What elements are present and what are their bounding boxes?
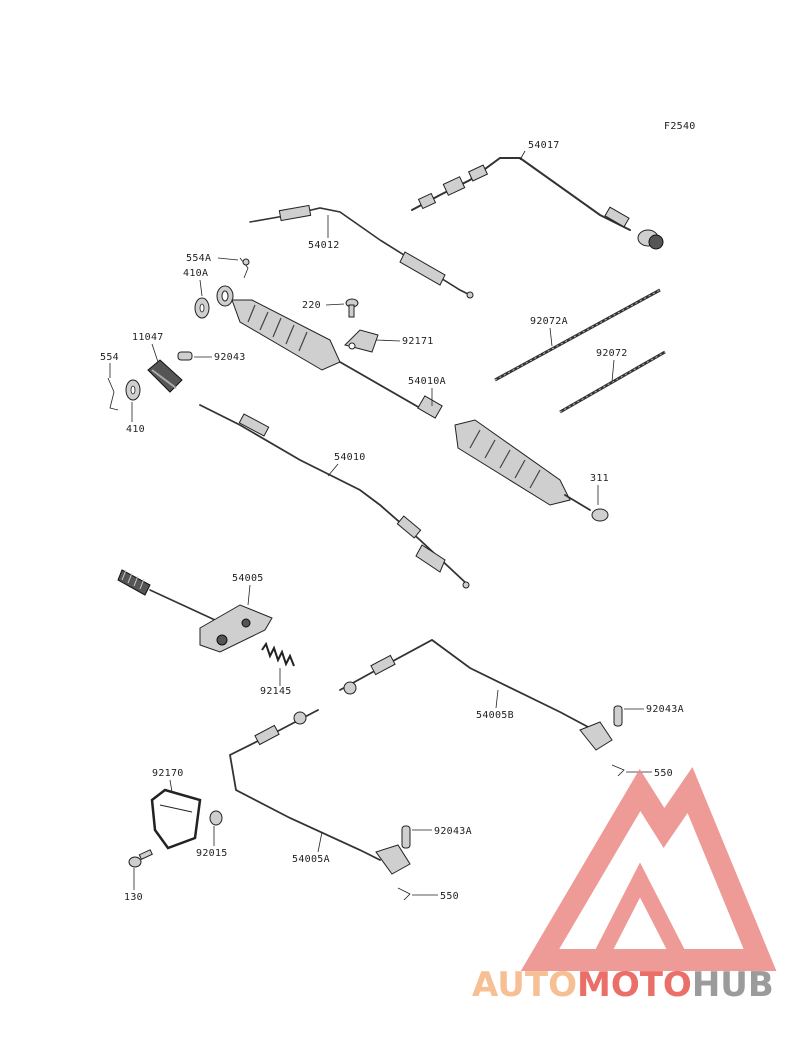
figure-code: F2540	[664, 121, 696, 132]
part-92043A-top-pin[interactable]	[613, 705, 623, 727]
cable-54005A[interactable]	[229, 709, 411, 875]
part-92072A-rod[interactable]	[494, 288, 661, 382]
cable-54012[interactable]	[249, 204, 474, 299]
label-92072: 92072	[596, 348, 628, 359]
label-54005: 54005	[232, 573, 264, 584]
label-92170: 92170	[152, 768, 184, 779]
label-554: 554	[100, 352, 119, 363]
part-410A[interactable]	[194, 297, 210, 319]
part-220-bolt[interactable]	[345, 298, 359, 318]
label-550-bottom: 550	[440, 891, 459, 902]
label-220: 220	[302, 300, 321, 311]
part-550-bottom-clip[interactable]	[397, 887, 411, 901]
watermark-hub: HUB	[692, 965, 774, 1005]
label-410A: 410A	[183, 268, 208, 279]
label-92043A-bottom: 92043A	[434, 826, 472, 837]
cable-54005B[interactable]	[339, 638, 613, 751]
label-554A: 554A	[186, 253, 211, 264]
part-92015-nut[interactable]	[209, 810, 223, 826]
label-311: 311	[590, 473, 609, 484]
part-11047-bracket[interactable]	[147, 359, 183, 393]
label-54005B: 54005B	[476, 710, 514, 721]
svg-text:AUTOMOTOHUB: AUTOMOTOHUB	[472, 965, 774, 1005]
part-92171-clamp[interactable]	[344, 329, 379, 353]
part-410-washer[interactable]	[125, 379, 141, 401]
watermark-auto: AUTO	[472, 965, 577, 1005]
watermark-logo: AUTOMOTOHUB	[472, 766, 777, 1005]
label-92043: 92043	[214, 352, 246, 363]
part-554A[interactable]	[239, 257, 250, 279]
label-130: 130	[124, 892, 143, 903]
part-92043A-bottom-pin[interactable]	[401, 825, 411, 849]
label-410: 410	[126, 424, 145, 435]
label-54010: 54010	[334, 452, 366, 463]
label-54010A: 54010A	[408, 376, 446, 387]
cable-54010A[interactable]	[216, 285, 609, 522]
label-92171: 92171	[402, 336, 434, 347]
label-92145: 92145	[260, 686, 292, 697]
cable-54017[interactable]	[411, 150, 664, 250]
label-54017: 54017	[528, 140, 560, 151]
logo-triangle-icon	[520, 766, 777, 971]
cable-54010[interactable]	[199, 404, 470, 589]
label-92015: 92015	[196, 848, 228, 859]
label-92072A: 92072A	[530, 316, 568, 327]
part-92072-rod[interactable]	[559, 350, 666, 414]
label-54005A: 54005A	[292, 854, 330, 865]
part-130-bolt[interactable]	[128, 849, 153, 868]
part-92043-pin[interactable]	[177, 351, 193, 361]
label-92043A-top: 92043A	[646, 704, 684, 715]
part-550-top-clip[interactable]	[611, 764, 625, 777]
part-554-clip[interactable]	[107, 377, 119, 411]
label-11047: 11047	[132, 332, 164, 343]
cable-54005[interactable]	[117, 569, 273, 653]
part-92170-bracket[interactable]	[150, 788, 202, 850]
watermark-moto: MOTO	[577, 965, 692, 1005]
part-92145-spring[interactable]	[261, 641, 295, 667]
label-550-top: 550	[654, 768, 673, 779]
label-54012: 54012	[308, 240, 340, 251]
